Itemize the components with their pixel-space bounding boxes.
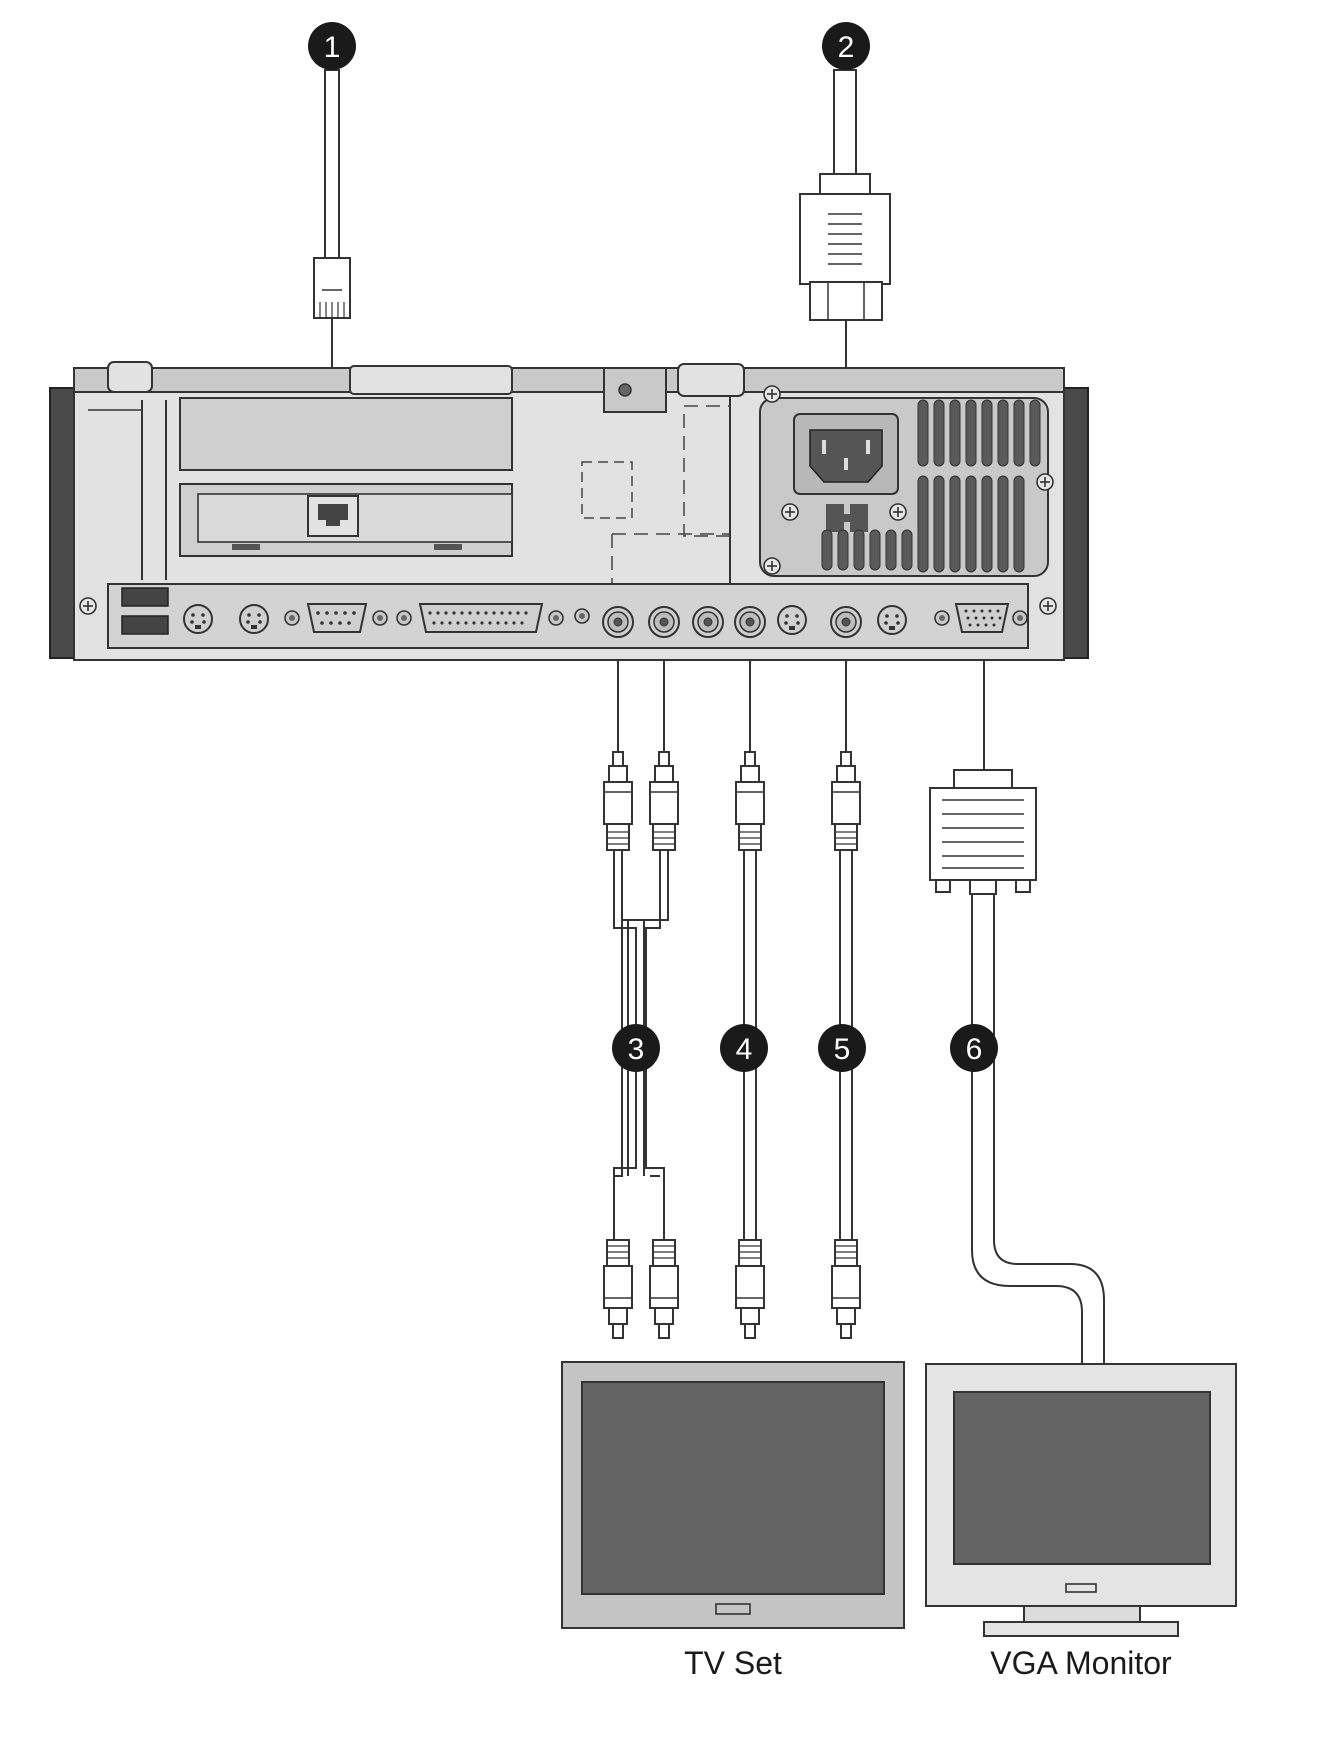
vga-cable (929, 769, 1105, 1370)
callout-1: 1 (308, 22, 356, 70)
vga-monitor-label: VGA Monitor (990, 1645, 1172, 1681)
callout-2: 2 (822, 22, 870, 70)
callout-6-number: 6 (966, 1033, 983, 1066)
callout-5-number: 5 (834, 1033, 851, 1066)
tv-set-label: TV Set (684, 1645, 782, 1681)
callout-5: 5 (818, 1024, 866, 1072)
callout-2-number: 2 (838, 31, 855, 64)
computer-chassis (49, 361, 1089, 661)
callout-3: 3 (612, 1024, 660, 1072)
callout-4-number: 4 (736, 1033, 753, 1066)
callout-1-number: 1 (324, 31, 341, 64)
vga-monitor (925, 1363, 1237, 1637)
callout-6: 6 (950, 1024, 998, 1072)
tv-set (561, 1361, 905, 1629)
callout-3-number: 3 (628, 1033, 645, 1066)
callout-4: 4 (720, 1024, 768, 1072)
